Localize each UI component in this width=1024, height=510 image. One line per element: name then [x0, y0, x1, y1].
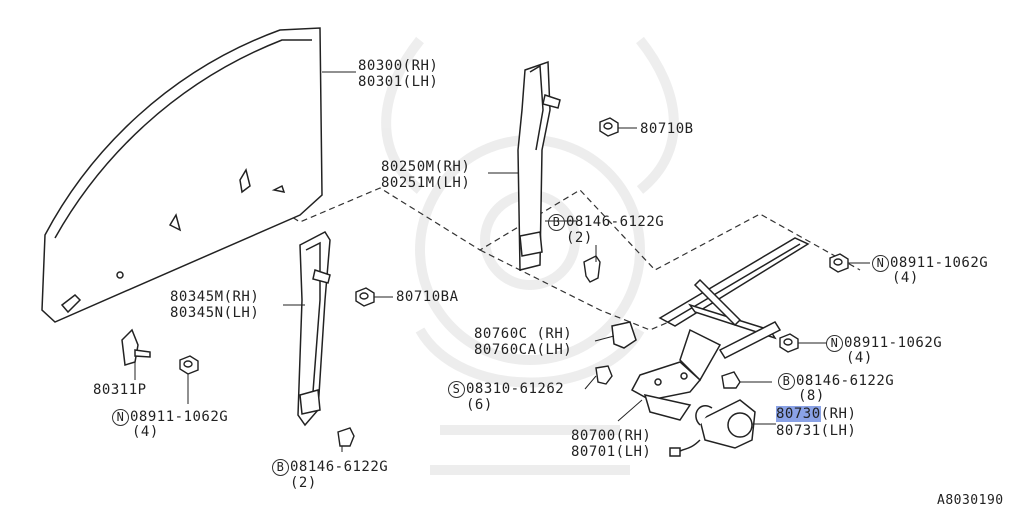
label-front-guide-rh[interactable]: 80345M(RH) [170, 289, 260, 305]
label-bolt-guide-qty: (2) [566, 230, 593, 246]
label-nut-80710b[interactable]: 80710B [640, 121, 694, 137]
clip-80760C [611, 321, 637, 349]
window-regulator-80700 [630, 237, 810, 421]
label-bolt-front-guide-qty: (2) [290, 475, 317, 491]
nut-08911-holder [179, 355, 199, 375]
watermark-emblem [381, 36, 679, 475]
leader-lines [134, 71, 870, 452]
part-number: 08310-61262 [466, 381, 565, 397]
door-glass-80300 [41, 27, 323, 323]
highlighted-part-number[interactable]: 80730 [776, 406, 821, 422]
label-nut-holder-qty: (4) [132, 424, 159, 440]
nut-symbol-icon: N [826, 335, 843, 352]
part-number: 08911-1062G [844, 335, 943, 351]
label-regulator-lh[interactable]: 80701(LH) [571, 444, 652, 460]
label-clip-lh[interactable]: 80760CA(LH) [474, 342, 573, 358]
bolt-symbol-icon: B [778, 373, 795, 390]
glass-holder-80311P [121, 328, 151, 366]
label-rear-guide-rh[interactable]: 80250M(RH) [381, 159, 471, 175]
label-bolt-regulator-qty: (8) [798, 388, 825, 404]
nut-08911-mid [779, 333, 799, 353]
bolt-08146-regulator [721, 371, 741, 389]
regulator-motor-80730 [669, 399, 756, 457]
bolt-symbol-icon: B [548, 214, 565, 231]
label-screw-qty: (6) [466, 397, 493, 413]
front-guide-rail-80345M [297, 231, 331, 427]
side: (RH) [820, 406, 857, 422]
part-number: 08911-1062G [890, 255, 989, 271]
bolt-symbol-icon: B [272, 459, 289, 476]
label-glass-rh[interactable]: 80300(RH) [358, 58, 439, 74]
label-glass-lh[interactable]: 80301(LH) [358, 74, 439, 90]
nut-80710B [599, 117, 619, 137]
label-motor-rh[interactable]: 80730(RH) [776, 406, 856, 422]
screw-08310 [595, 365, 613, 385]
label-regulator-rh[interactable]: 80700(RH) [571, 428, 652, 444]
bolt-08146-guide [583, 255, 601, 283]
label-holder[interactable]: 80311P [93, 382, 147, 398]
label-clip-rh[interactable]: 80760C (RH) [474, 326, 573, 342]
nut-80710BA [355, 287, 375, 307]
label-nut-80710ba[interactable]: 80710BA [396, 289, 459, 305]
assembly-dashed-line-lower [479, 249, 721, 331]
label-front-guide-lh[interactable]: 80345N(LH) [170, 305, 260, 321]
rear-guide-rail-80250M [517, 60, 561, 271]
label-motor-lh[interactable]: 80731(LH) [776, 423, 857, 439]
part-number: 08146-6122G [290, 459, 389, 475]
screw-symbol-icon: S [448, 381, 465, 398]
nut-symbol-icon: N [872, 255, 889, 272]
label-rear-guide-lh[interactable]: 80251M(LH) [381, 175, 471, 191]
part-number: 08911-1062G [130, 409, 229, 425]
label-nut-top-qty: (4) [892, 270, 919, 286]
label-nut-mid-qty: (4) [846, 350, 873, 366]
nut-08911-top [829, 253, 849, 273]
bolt-08146-front-guide [337, 427, 355, 447]
nut-symbol-icon: N [112, 409, 129, 426]
diagram-id: A8030190 [937, 493, 1004, 508]
part-number: 08146-6122G [796, 373, 895, 389]
part-number: 08146-6122G [566, 214, 665, 230]
